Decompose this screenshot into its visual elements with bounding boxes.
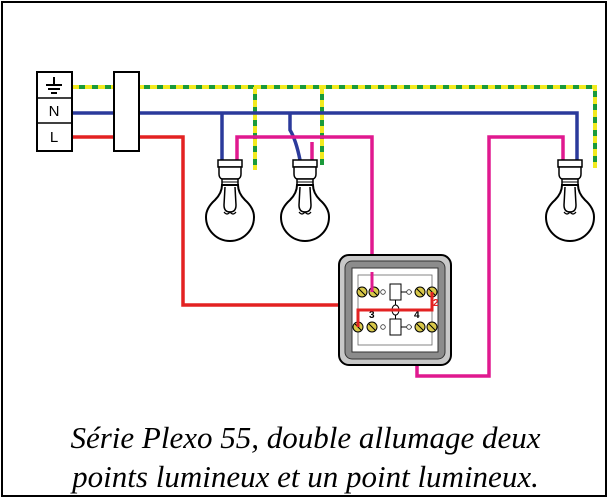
- supply-block: N L: [36, 71, 73, 152]
- terminal-number-2: 2: [433, 298, 439, 309]
- earth-ground-icon: [46, 77, 62, 94]
- live-label: L: [50, 129, 58, 146]
- light-bulb-icon: [544, 184, 596, 242]
- terminal-number-3: 3: [369, 310, 375, 321]
- lamp-1: [204, 159, 256, 242]
- light-bulb-icon: [279, 184, 331, 242]
- switched-wire: [235, 135, 565, 378]
- switch-terminal: [352, 286, 438, 333]
- light-bulb-icon: [204, 184, 256, 242]
- lamp-holder: [292, 159, 318, 186]
- lamp-3: [544, 159, 596, 242]
- lamp-holder: [217, 159, 243, 186]
- terminal-number-4: 4: [414, 310, 420, 321]
- lamp-2: [279, 159, 331, 242]
- neutral-wire: [72, 111, 579, 162]
- earth-wire: [72, 85, 597, 170]
- caption-line-1: Série Plexo 55, double allumage deux: [70, 420, 541, 455]
- caption-line-2: points lumineux et un point lumineux.: [72, 459, 539, 494]
- terminal-block: [113, 71, 140, 152]
- neutral-label: N: [49, 103, 60, 120]
- caption: Série Plexo 55, double allumage deux poi…: [0, 418, 611, 496]
- switch-bridge-wires: [356, 272, 434, 327]
- lamp-holder: [557, 159, 583, 186]
